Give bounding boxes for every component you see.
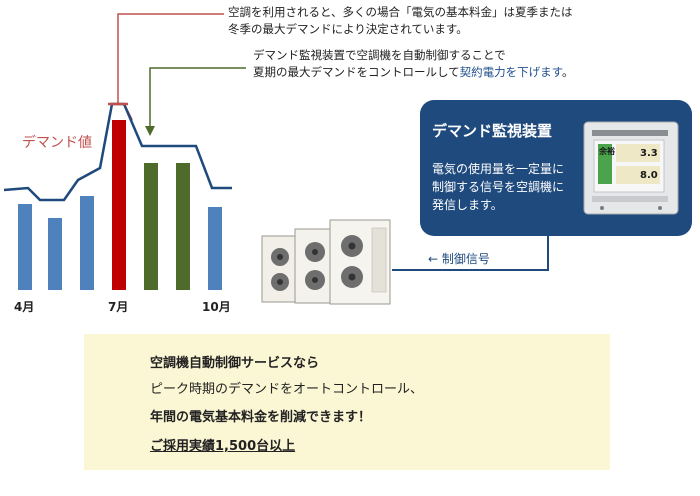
demand-monitor-device bbox=[583, 121, 679, 215]
promo-benefit: 年間の電気基本料金を削減できます！ bbox=[150, 410, 372, 425]
tick-label-jul: 7月 bbox=[108, 300, 129, 314]
tick-label-oct: 10月 bbox=[202, 300, 231, 314]
note-mid-line1: デマンド監視装置で空調機を自動制御することで bbox=[253, 48, 506, 62]
bar-1 bbox=[18, 204, 32, 290]
device-value-1: 3.3 bbox=[640, 148, 658, 159]
promo-box bbox=[84, 334, 610, 470]
device-value-2: 8.0 bbox=[640, 170, 658, 181]
note-top-line2: 冬季の最大デマンドにより決定されています。 bbox=[228, 22, 468, 36]
note-top-line1: 空調を利用されると、多くの場合「電気の基本料金」は夏季または bbox=[228, 5, 573, 19]
note-mid-suffix: 。 bbox=[562, 65, 574, 79]
ac-unit-3 bbox=[329, 219, 391, 305]
bar-7 bbox=[208, 207, 222, 290]
note-mid-line2: 夏期の最大デマンドをコントロールして契約電力を下げます。 bbox=[253, 64, 574, 81]
green-annotation-line bbox=[149, 67, 246, 128]
bars-group bbox=[18, 120, 222, 290]
promo-description: ピーク時期のデマンドをオートコントロール、 bbox=[150, 382, 424, 397]
promo-track-record: ご採用実績1,500台以上 bbox=[150, 439, 296, 454]
controlled-demand-line bbox=[3, 102, 232, 202]
note-mid-highlight: 契約電力を下げます bbox=[459, 65, 563, 79]
bar-4 bbox=[112, 120, 126, 290]
device-green-gauge bbox=[598, 144, 612, 184]
bar-6 bbox=[176, 163, 190, 290]
promo-headline: 空調機自動制御サービスなら bbox=[150, 356, 320, 371]
left-arrow-icon: ← bbox=[428, 252, 439, 266]
bar-2 bbox=[48, 218, 62, 290]
ac-units-illustration bbox=[261, 219, 391, 305]
panel-title: デマンド監視装置 bbox=[432, 122, 553, 140]
bar-3 bbox=[80, 196, 94, 290]
device-margin-label: 余裕 bbox=[599, 147, 615, 156]
demand-value-label: デマンド値 bbox=[22, 135, 92, 151]
red-annotation-line bbox=[117, 13, 224, 104]
tick-label-apr: 4月 bbox=[14, 300, 35, 314]
control-signal-text: 制御信号 bbox=[441, 252, 490, 266]
panel-description: 電気の使用量を一定量に制御する信号を空調機に発信します。 bbox=[432, 162, 565, 212]
signal-line bbox=[392, 236, 549, 271]
note-mid-prefix: 夏期の最大デマンドをコントロールして bbox=[253, 65, 460, 79]
green-arrow-head bbox=[145, 126, 155, 136]
bar-5 bbox=[144, 163, 158, 290]
control-signal-label: ← 制御信号 bbox=[428, 250, 490, 267]
